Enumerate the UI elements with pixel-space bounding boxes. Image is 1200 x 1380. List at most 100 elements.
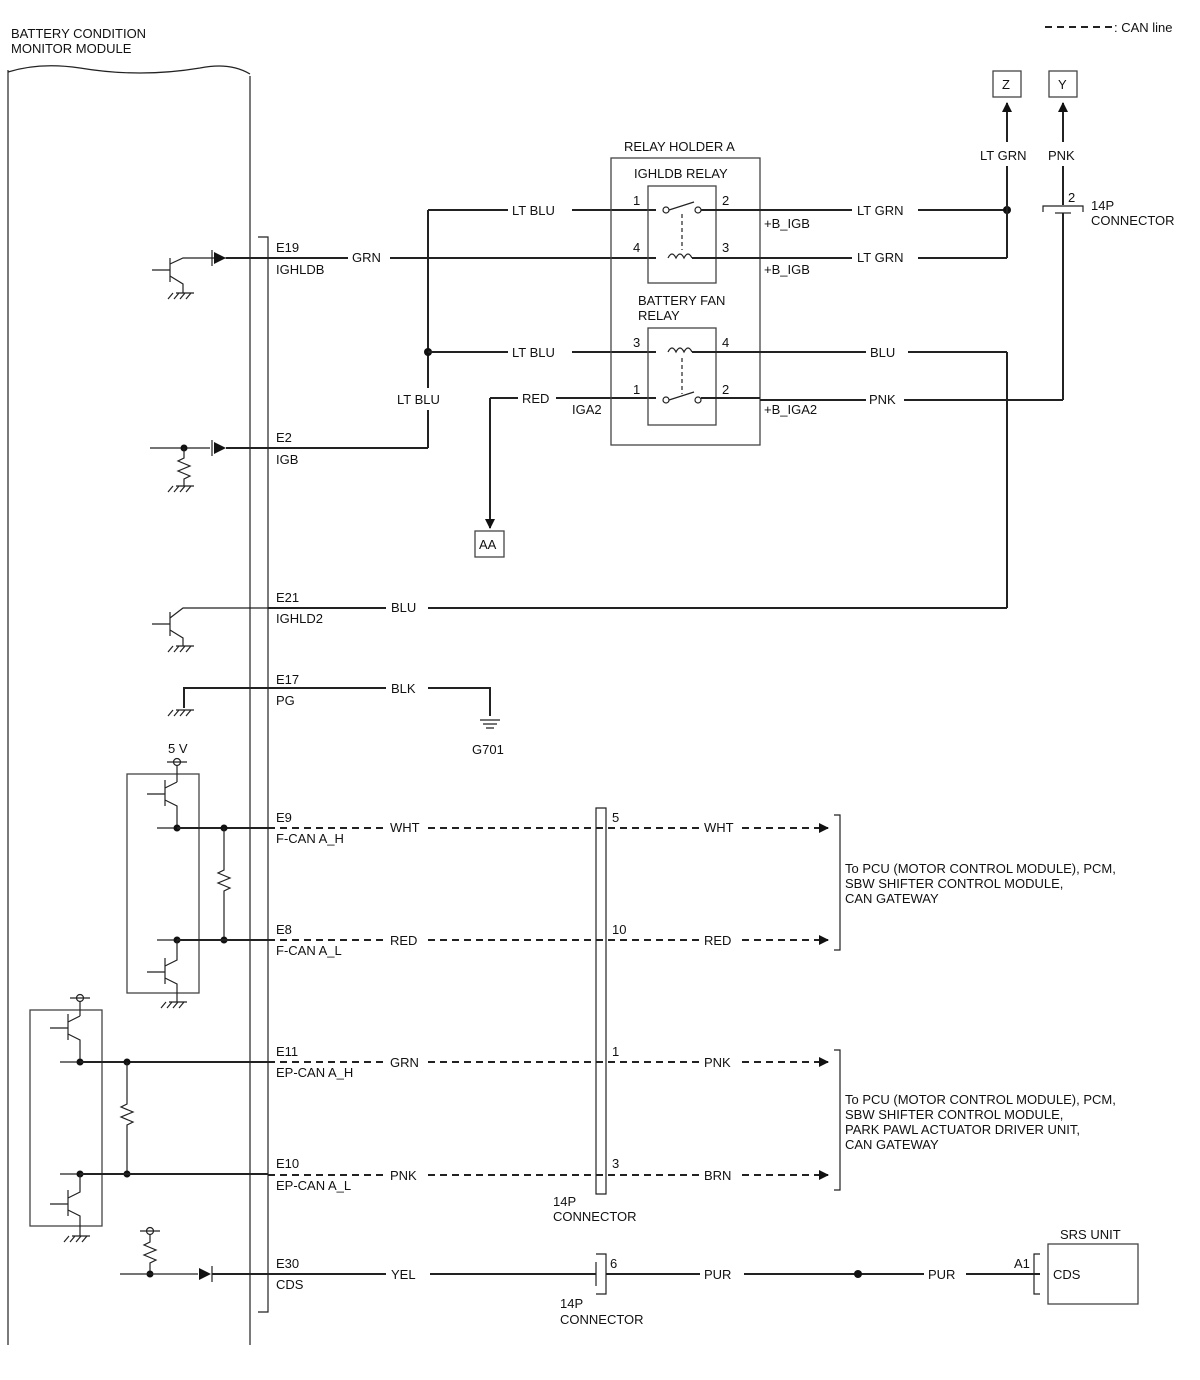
module-pin-bracket xyxy=(258,236,269,1313)
svg-text:EP-CAN A_L: EP-CAN A_L xyxy=(276,1178,351,1193)
svg-text:1: 1 xyxy=(633,382,640,397)
svg-text:PG: PG xyxy=(276,693,295,708)
svg-text:E21: E21 xyxy=(276,590,299,605)
14p-connector-middle-icon xyxy=(595,807,607,1195)
svg-text:14P: 14P xyxy=(1091,198,1114,213)
e2-resistor-icon xyxy=(176,448,192,486)
svg-text:F-CAN A_H: F-CAN A_H xyxy=(276,831,344,846)
svg-text:PNK: PNK xyxy=(704,1055,731,1070)
e19-transistor-emitter xyxy=(169,275,184,293)
svg-text:E17: E17 xyxy=(276,672,299,687)
svg-text:PUR: PUR xyxy=(704,1267,731,1282)
lt-blu-top-label: LT BLU xyxy=(512,203,555,218)
aa-connector-label: AA xyxy=(479,537,497,552)
svg-text:E9: E9 xyxy=(276,810,292,825)
e19-wire-color: GRN xyxy=(352,250,381,265)
e19-pin-name: IGHLDB xyxy=(276,262,324,277)
svg-text:E8: E8 xyxy=(276,922,292,937)
lt-grn-1-label: LT GRN xyxy=(857,203,903,218)
lt-blu-circuit: LT BLU LT BLU LT BLU xyxy=(397,203,656,448)
ep-can-ground-icon xyxy=(63,1235,90,1243)
ep-can-high-transistor-icon xyxy=(50,1014,81,1062)
svg-text:PUR: PUR xyxy=(928,1267,955,1282)
f-can-ground-icon xyxy=(160,1001,187,1009)
red-iga-label: RED xyxy=(522,391,549,406)
pnk-fan-label: PNK xyxy=(869,392,896,407)
svg-text:PARK PAWL ACTUATOR DRIVER UNIT: PARK PAWL ACTUATOR DRIVER UNIT, xyxy=(845,1122,1080,1137)
svg-text:WHT: WHT xyxy=(390,820,420,835)
svg-text:3: 3 xyxy=(633,335,640,350)
svg-text:1: 1 xyxy=(612,1044,619,1059)
relay-outputs: +B_IGB LT GRN +B_IGB LT GRN LT GRN Z Y P… xyxy=(760,70,1175,608)
e2-pin-name: IGB xyxy=(276,452,298,467)
svg-text:+B_IGB: +B_IGB xyxy=(764,262,810,277)
svg-text:IGHLD2: IGHLD2 xyxy=(276,611,323,626)
battery-condition-monitor-module: BATTERY CONDITION MONITOR MODULE xyxy=(7,26,269,1345)
svg-text:YEL: YEL xyxy=(391,1267,416,1282)
module-title-line2: MONITOR MODULE xyxy=(11,41,132,56)
svg-text:10: 10 xyxy=(612,922,626,937)
srs-unit-title: SRS UNIT xyxy=(1060,1227,1121,1242)
svg-text:To PCU (MOTOR CONTROL MODULE),: To PCU (MOTOR CONTROL MODULE), PCM, xyxy=(845,1092,1116,1107)
svg-text:SBW SHIFTER CONTROL MODULE,: SBW SHIFTER CONTROL MODULE, xyxy=(845,1107,1063,1122)
fan-relay-title-line2: RELAY xyxy=(638,308,680,323)
svg-text:CDS: CDS xyxy=(276,1277,304,1292)
f-can-terminator-resistor-icon xyxy=(216,828,232,940)
blk-e17-label: BLK xyxy=(391,681,416,696)
svg-text:14P: 14P xyxy=(553,1194,576,1209)
pnk-y-label: PNK xyxy=(1048,148,1075,163)
e17-ground-icon xyxy=(167,709,194,717)
e2-ground-icon xyxy=(167,485,194,493)
svg-text:2: 2 xyxy=(1068,190,1075,205)
svg-text:1: 1 xyxy=(633,193,640,208)
svg-text:2: 2 xyxy=(722,193,729,208)
svg-text:CDS: CDS xyxy=(1053,1267,1081,1282)
svg-text:F-CAN A_L: F-CAN A_L xyxy=(276,943,342,958)
svg-text:5: 5 xyxy=(612,810,619,825)
svg-text:2: 2 xyxy=(722,382,729,397)
svg-text:Z: Z xyxy=(1002,77,1010,92)
lt-blu-vertical-label: LT BLU xyxy=(397,392,440,407)
svg-text:3: 3 xyxy=(612,1156,619,1171)
svg-text:3: 3 xyxy=(722,240,729,255)
svg-text:CAN GATEWAY: CAN GATEWAY xyxy=(845,1137,939,1152)
legend: : CAN line xyxy=(1045,20,1173,35)
module-top-edge xyxy=(7,65,251,75)
aa-connector xyxy=(474,530,505,558)
srs-unit: SRS UNIT A1 CDS xyxy=(1014,1227,1139,1305)
svg-text:CONNECTOR: CONNECTOR xyxy=(1091,213,1175,228)
battery-fan-relay-box xyxy=(647,327,717,426)
svg-text:A1: A1 xyxy=(1014,1256,1030,1271)
e2-circuit: E2 IGB xyxy=(150,430,428,493)
blu-fan-label: BLU xyxy=(870,345,895,360)
e19-circuit: E19 IGHLDB GRN xyxy=(152,240,656,300)
e17-circuit: E17 PG BLK G701 xyxy=(167,672,504,757)
svg-text:4: 4 xyxy=(722,335,729,350)
relay-holder-box xyxy=(610,157,761,446)
fan-relay-coil-icon xyxy=(667,347,693,354)
fan-relay-title-line1: BATTERY FAN xyxy=(638,293,725,308)
e30-pullup-resistor-icon xyxy=(142,1235,158,1274)
f-can-transceiver: 5 V xyxy=(126,741,268,1009)
red-iga-circuit: RED AA IGA2 xyxy=(474,391,656,558)
ep-can-terminator-resistor-icon xyxy=(119,1062,135,1174)
g701-label: G701 xyxy=(472,742,504,757)
srs-unit-box xyxy=(1047,1243,1139,1305)
ighldb-relay-switch-icon xyxy=(668,201,695,211)
ighldb-relay-title: IGHLDB RELAY xyxy=(634,166,728,181)
svg-text:BRN: BRN xyxy=(704,1168,731,1183)
14p-connector-top-icon xyxy=(1042,205,1084,212)
fan-relay-switch-icon xyxy=(668,391,695,401)
relay-holder-title: RELAY HOLDER A xyxy=(624,139,735,154)
svg-text:SBW SHIFTER CONTROL MODULE,: SBW SHIFTER CONTROL MODULE, xyxy=(845,876,1063,891)
svg-text:To PCU (MOTOR CONTROL MODULE),: To PCU (MOTOR CONTROL MODULE), PCM, xyxy=(845,861,1116,876)
svg-text:CAN GATEWAY: CAN GATEWAY xyxy=(845,891,939,906)
e19-pin-id: E19 xyxy=(276,240,299,255)
iga2-label: IGA2 xyxy=(572,402,602,417)
svg-text:4: 4 xyxy=(633,240,640,255)
svg-text:GRN: GRN xyxy=(390,1055,419,1070)
e19-ground-icon xyxy=(167,292,194,300)
e30-circuit: E30 CDS YEL 6 14P CONNECTOR PUR PUR xyxy=(120,1226,1040,1327)
lt-blu-mid-label: LT BLU xyxy=(512,345,555,360)
